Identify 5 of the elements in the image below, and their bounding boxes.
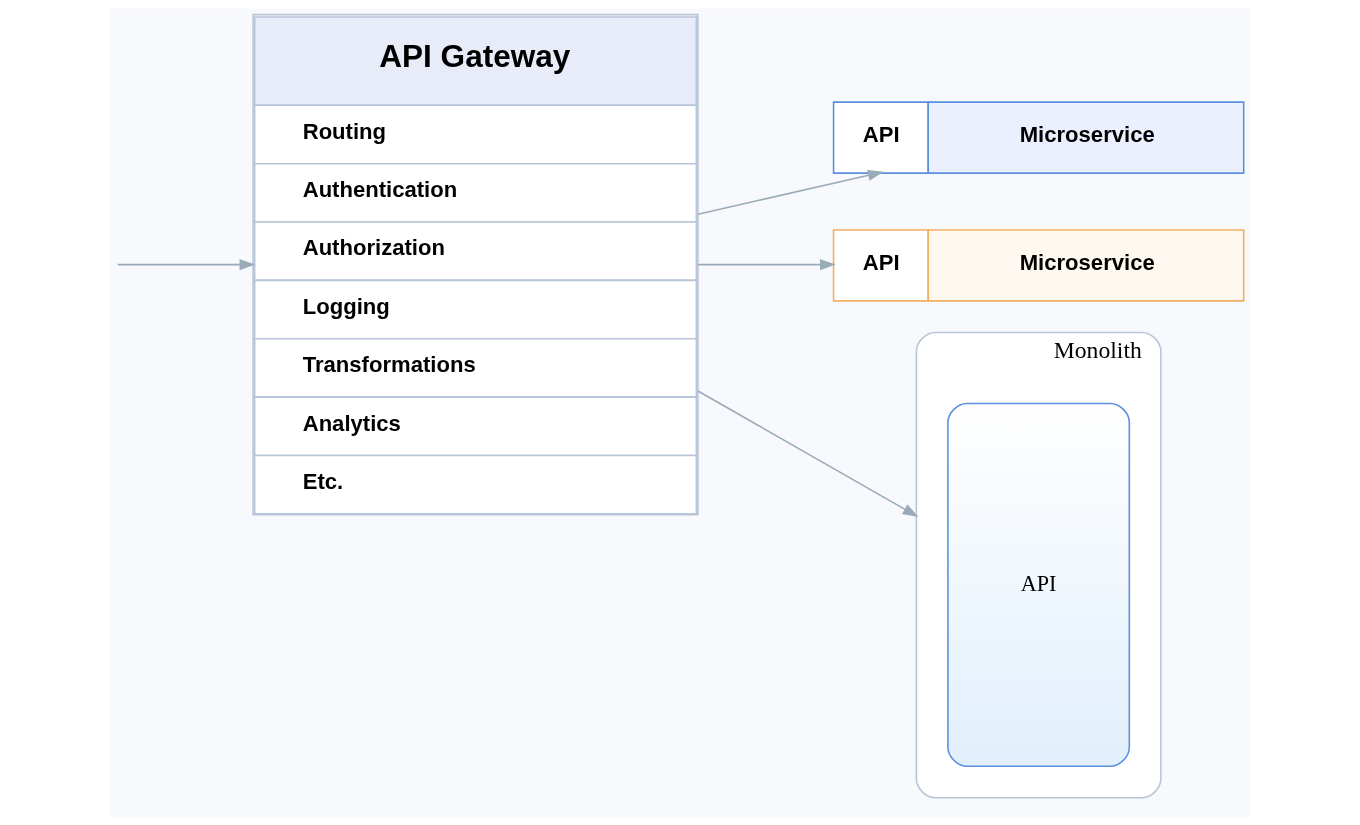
arrow xyxy=(116,259,256,271)
arrow xyxy=(697,259,836,271)
arrow xyxy=(697,169,884,215)
node-box: API xyxy=(947,402,1131,767)
arrow xyxy=(697,390,919,517)
